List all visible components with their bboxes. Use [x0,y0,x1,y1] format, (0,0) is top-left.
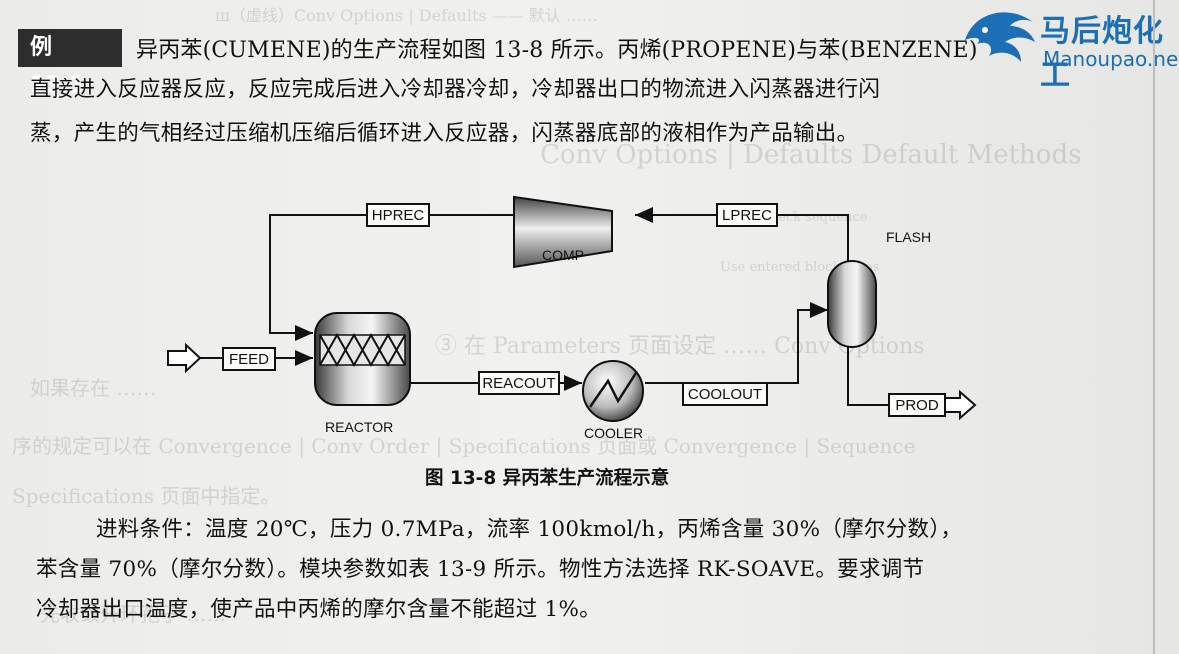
flowsheet-diagram: FEED HPREC LPREC REACOUT COOLOUT PROD RE… [160,185,990,445]
unit-label-reactor: REACTOR [325,419,394,435]
bleed-through-text: ш（虚线）Conv Options | Defaults —— 默认 …… [215,6,598,25]
bleed-through-text: Specifications 页面中指定。 [12,484,281,508]
example-line-2: 直接进入反应器反应，反应完成后进入冷却器冷却，冷却器出口的物流进入闪蒸器进行闪 [30,77,881,102]
prod-outlet-arrow [944,389,977,421]
logo-text-cn: 马后炮化工 [1040,14,1164,93]
flowsheet-lines [167,195,977,422]
logo-text-en: Manoupao.net [1043,47,1179,71]
figure-caption: 图 13-8 异丙苯生产流程示意 [425,468,670,489]
stream-label-prod: PROD [888,393,946,417]
site-logo [965,12,1035,63]
unit-label-comp: COMP [542,247,584,263]
stream-label-coolout: COOLOUT [682,382,768,406]
lprec-stream-line [635,207,849,263]
stream-label-reacout: REACOUT [478,371,560,395]
reactor-vessel [314,312,411,406]
stream-label-feed: FEED [222,347,276,371]
flash-drum [827,260,877,348]
unit-label-cooler: COOLER [584,425,644,441]
feed-inlet-arrow [167,342,202,374]
bleed-through-text: 如果存在 …… [30,376,157,400]
stream-label-hprec: HPREC [366,203,430,227]
example-intro: 异丙苯(CUMENE)的生产流程如图 13-8 所示。丙烯(PROPENE)与苯… [136,38,978,63]
unit-label-flash: FLASH [886,229,932,245]
example-heading: 例 13.1 异丙苯(CUMENE)的生产流程如图 13-8 所示。丙烯(PRO… [18,28,978,98]
coolout-stream-line [645,302,828,384]
conditions-line-1: 进料条件：温度 20℃，压力 0.7MPa，流率 100kmol/h，丙烯含量 … [96,517,963,542]
example-badge: 例 13.1 [18,29,122,98]
conditions-line-3: 冷却器出口温度，使产品中丙烯的摩尔含量不能超过 1%。 [36,597,602,622]
conditions-line-2: 苯含量 70%（摩尔分数）。模块参数如表 13-9 所示。物性方法选择 RK-S… [36,557,925,582]
cooler-exchanger [582,360,644,422]
compressor-shape [513,195,613,269]
example-line-3: 蒸，产生的气相经过压缩机压缩后循环进入反应器，闪蒸器底部的液相作为产品输出。 [30,121,859,146]
stream-label-lprec: LPREC [716,203,778,227]
page-edge [1153,0,1155,654]
